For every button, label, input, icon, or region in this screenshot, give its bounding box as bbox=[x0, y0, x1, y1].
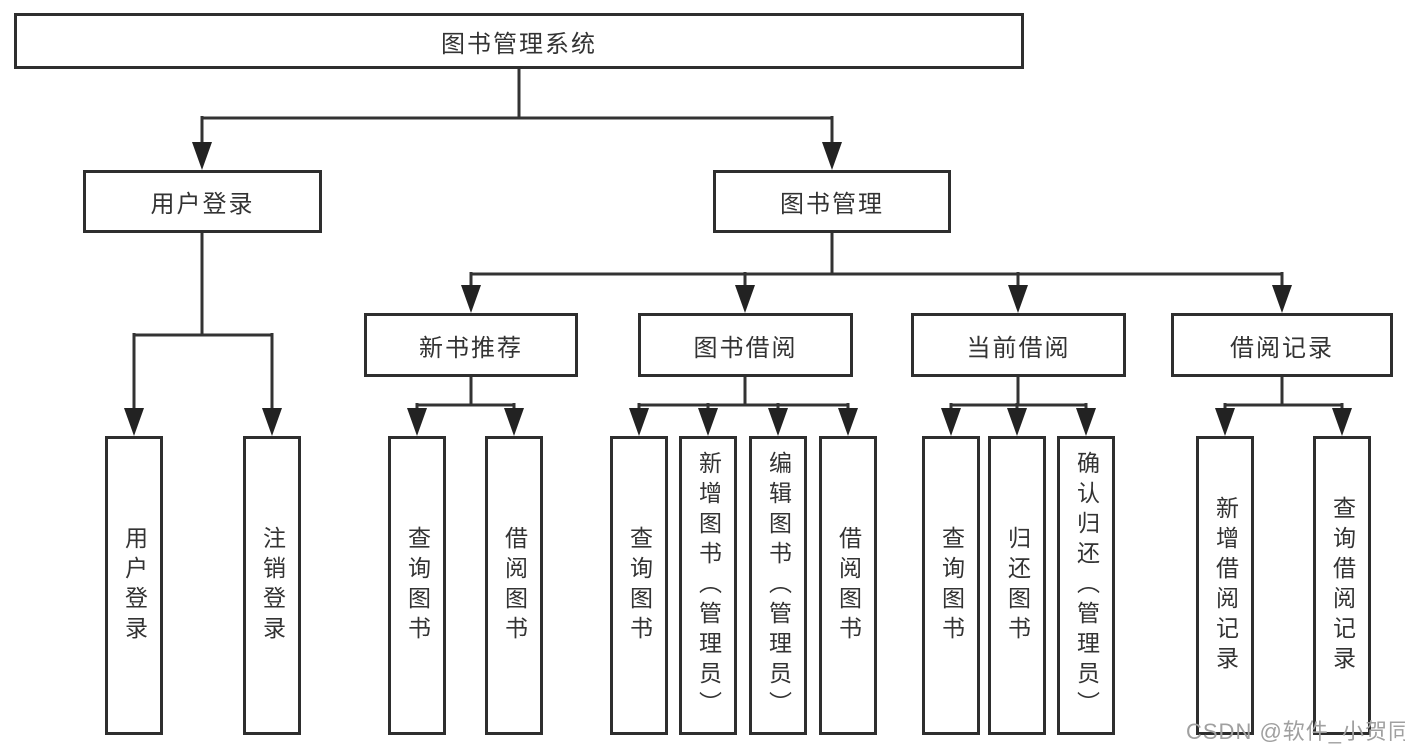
leaf-user-login: 用户登录 bbox=[105, 436, 163, 735]
node-book-borrowing-label: 图书借阅 bbox=[693, 334, 798, 362]
node-current-borrowing-label: 当前借阅 bbox=[966, 334, 1071, 362]
leaf-borrow-books: 借阅图书 bbox=[819, 436, 877, 735]
node-user-login-label: 用户登录 bbox=[150, 191, 255, 218]
connector-book-borrowing bbox=[629, 375, 858, 436]
leaf-confirm-return-admin-label: 确认归还（管理员） bbox=[1073, 450, 1100, 721]
connector-new-book-recommend bbox=[407, 375, 524, 436]
node-borrowing-records: 借阅记录 bbox=[1171, 313, 1393, 377]
node-new-book-recommend: 新书推荐 bbox=[364, 313, 578, 377]
node-book-management: 图书管理 bbox=[713, 170, 951, 233]
leaf-confirm-return-admin: 确认归还（管理员） bbox=[1057, 436, 1115, 735]
leaf-borrow-books-recommend: 借阅图书 bbox=[485, 436, 543, 735]
leaf-query-borrow-record: 查询借阅记录 bbox=[1313, 436, 1371, 735]
leaf-add-books-admin: 新增图书（管理员） bbox=[679, 436, 737, 735]
node-user-login: 用户登录 bbox=[83, 170, 322, 233]
node-root-label: 图书管理系统 bbox=[441, 30, 597, 58]
leaf-edit-books-admin: 编辑图书（管理员） bbox=[749, 436, 807, 735]
leaf-add-borrow-record: 新增借阅记录 bbox=[1196, 436, 1254, 735]
leaf-logout-label: 注销登录 bbox=[259, 525, 286, 646]
leaf-query-borrow-record-label: 查询借阅记录 bbox=[1329, 495, 1356, 676]
node-root: 图书管理系统 bbox=[14, 13, 1024, 69]
leaf-user-login-label: 用户登录 bbox=[121, 525, 148, 646]
leaf-query-books-recommend: 查询图书 bbox=[388, 436, 446, 735]
leaf-return-books-label: 归还图书 bbox=[1004, 525, 1031, 646]
node-book-management-label: 图书管理 bbox=[780, 191, 884, 218]
leaf-borrow-books-label: 借阅图书 bbox=[835, 525, 862, 646]
leaf-query-books-recommend-label: 查询图书 bbox=[404, 525, 431, 646]
connector-current-borrowing bbox=[941, 375, 1096, 436]
node-new-book-recommend-label: 新书推荐 bbox=[419, 334, 523, 362]
leaf-add-borrow-record-label: 新增借阅记录 bbox=[1212, 495, 1239, 676]
connector-root bbox=[192, 69, 842, 170]
leaf-query-books-borrowing-label: 查询图书 bbox=[626, 525, 653, 646]
leaf-return-books: 归还图书 bbox=[988, 436, 1046, 735]
leaf-edit-books-admin-label: 编辑图书（管理员） bbox=[765, 450, 792, 721]
node-book-borrowing: 图书借阅 bbox=[638, 313, 853, 377]
leaf-logout: 注销登录 bbox=[243, 436, 301, 735]
node-current-borrowing: 当前借阅 bbox=[911, 313, 1126, 377]
leaf-query-books-current-label: 查询图书 bbox=[938, 525, 965, 646]
connector-user-login bbox=[124, 231, 282, 436]
leaf-add-books-admin-label: 新增图书（管理员） bbox=[695, 450, 722, 721]
csdn-watermark: CSDN @软件_小贺同学 bbox=[1186, 719, 1405, 744]
leaf-query-books-current: 查询图书 bbox=[922, 436, 980, 735]
node-borrowing-records-label: 借阅记录 bbox=[1230, 334, 1334, 362]
leaf-borrow-books-recommend-label: 借阅图书 bbox=[501, 525, 528, 646]
connector-book-management bbox=[461, 231, 1292, 313]
connector-borrowing-records bbox=[1215, 375, 1352, 436]
leaf-query-books-borrowing: 查询图书 bbox=[610, 436, 668, 735]
